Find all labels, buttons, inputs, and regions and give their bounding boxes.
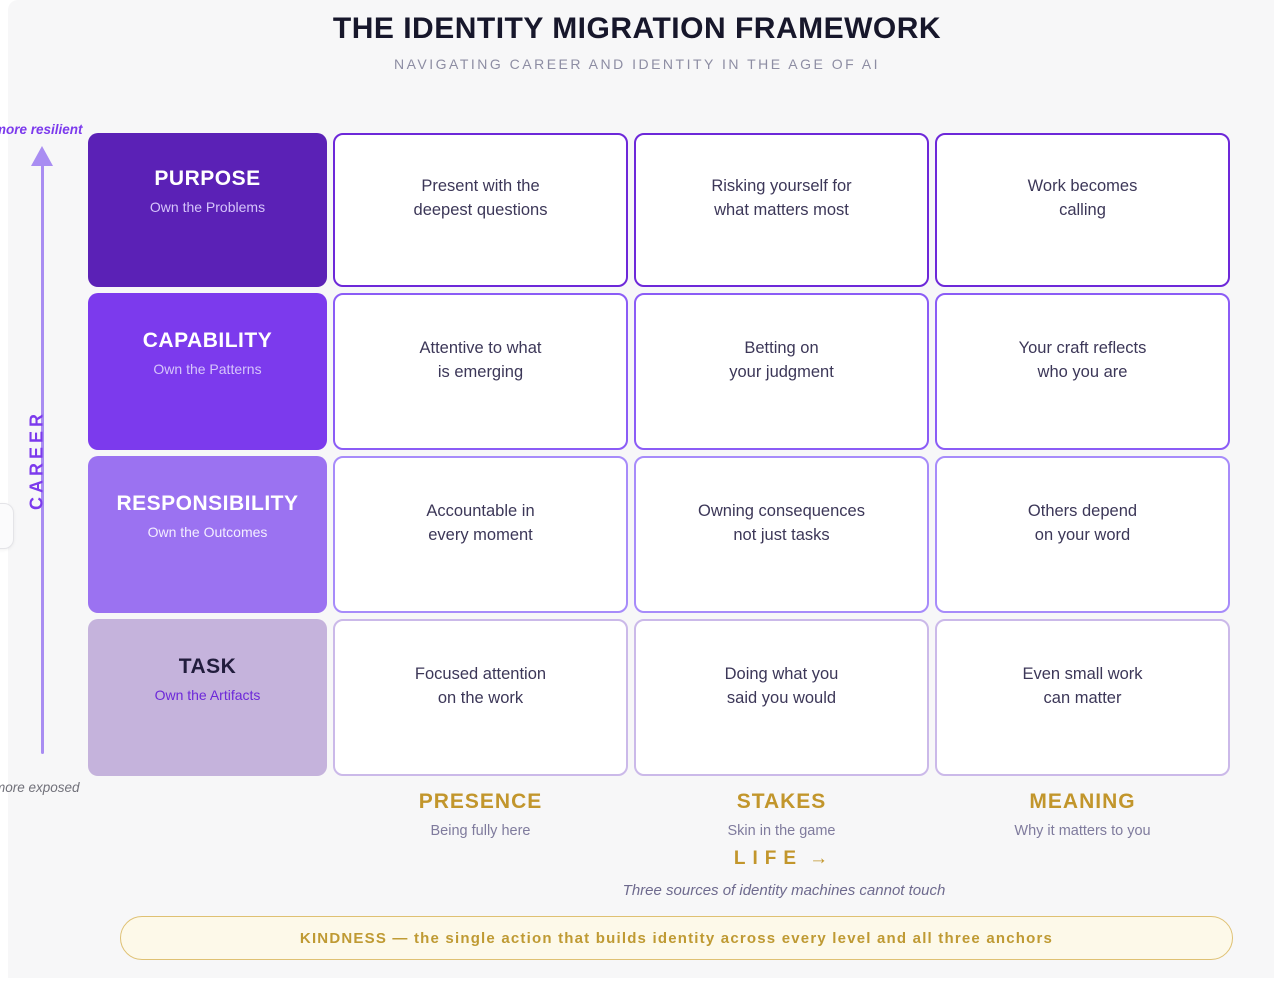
column-title: MEANING	[1029, 790, 1136, 813]
right-arrow-icon: →	[809, 848, 829, 869]
column-title: STAKES	[736, 790, 827, 813]
kindness-banner: KINDNESS — the single action that builds…	[120, 916, 1233, 960]
row-subtitle: Own the Outcomes	[147, 523, 268, 540]
column-subtitle: Why it matters to you	[1014, 823, 1151, 839]
row-header-purpose: PURPOSE Own the Problems	[88, 133, 327, 287]
career-axis-line	[41, 164, 44, 754]
row-title: TASK	[178, 654, 237, 678]
row-title: CAPABILITY	[142, 328, 273, 352]
framework-grid: PURPOSE Own the Problems Present with th…	[88, 133, 1230, 776]
life-axis-label: LIFE→	[734, 848, 828, 870]
left-edge-tab[interactable]	[0, 503, 14, 549]
row-subtitle: Own the Patterns	[153, 360, 262, 377]
axis-bottom-label: more exposed	[0, 780, 80, 795]
kindness-banner-text: KINDNESS — the single action that builds…	[299, 929, 1054, 947]
up-arrow-icon	[31, 146, 53, 166]
column-subtitle: Skin in the game	[727, 823, 836, 839]
axis-top-label: more resilient	[0, 122, 83, 137]
page-title: THE IDENTITY MIGRATION FRAMEWORK	[332, 12, 942, 45]
row-title: PURPOSE	[154, 167, 261, 190]
life-tagline: Three sources of identity machines canno…	[622, 882, 946, 899]
row-header-responsibility: RESPONSIBILITY Own the Outcomes	[88, 456, 327, 613]
career-axis-label: CAREER	[26, 409, 47, 511]
row-title: RESPONSIBILITY	[116, 491, 299, 515]
page-subtitle: NAVIGATING CAREER AND IDENTITY IN THE AG…	[394, 56, 880, 72]
life-label: LIFE	[733, 848, 804, 869]
row-header-task: TASK Own the Artifacts	[88, 619, 327, 776]
row-header-capability: CAPABILITY Own the Patterns	[88, 293, 327, 450]
column-subtitle: Being fully here	[430, 823, 531, 839]
row-subtitle: Own the Problems	[149, 199, 266, 215]
column-footer-presence: PRESENCE Being fully here	[333, 790, 628, 839]
row-subtitle: Own the Artifacts	[154, 686, 261, 703]
column-footer-stakes: STAKES Skin in the game	[634, 790, 929, 839]
column-title: PRESENCE	[418, 790, 543, 813]
column-footer-meaning: MEANING Why it matters to you	[935, 790, 1230, 839]
